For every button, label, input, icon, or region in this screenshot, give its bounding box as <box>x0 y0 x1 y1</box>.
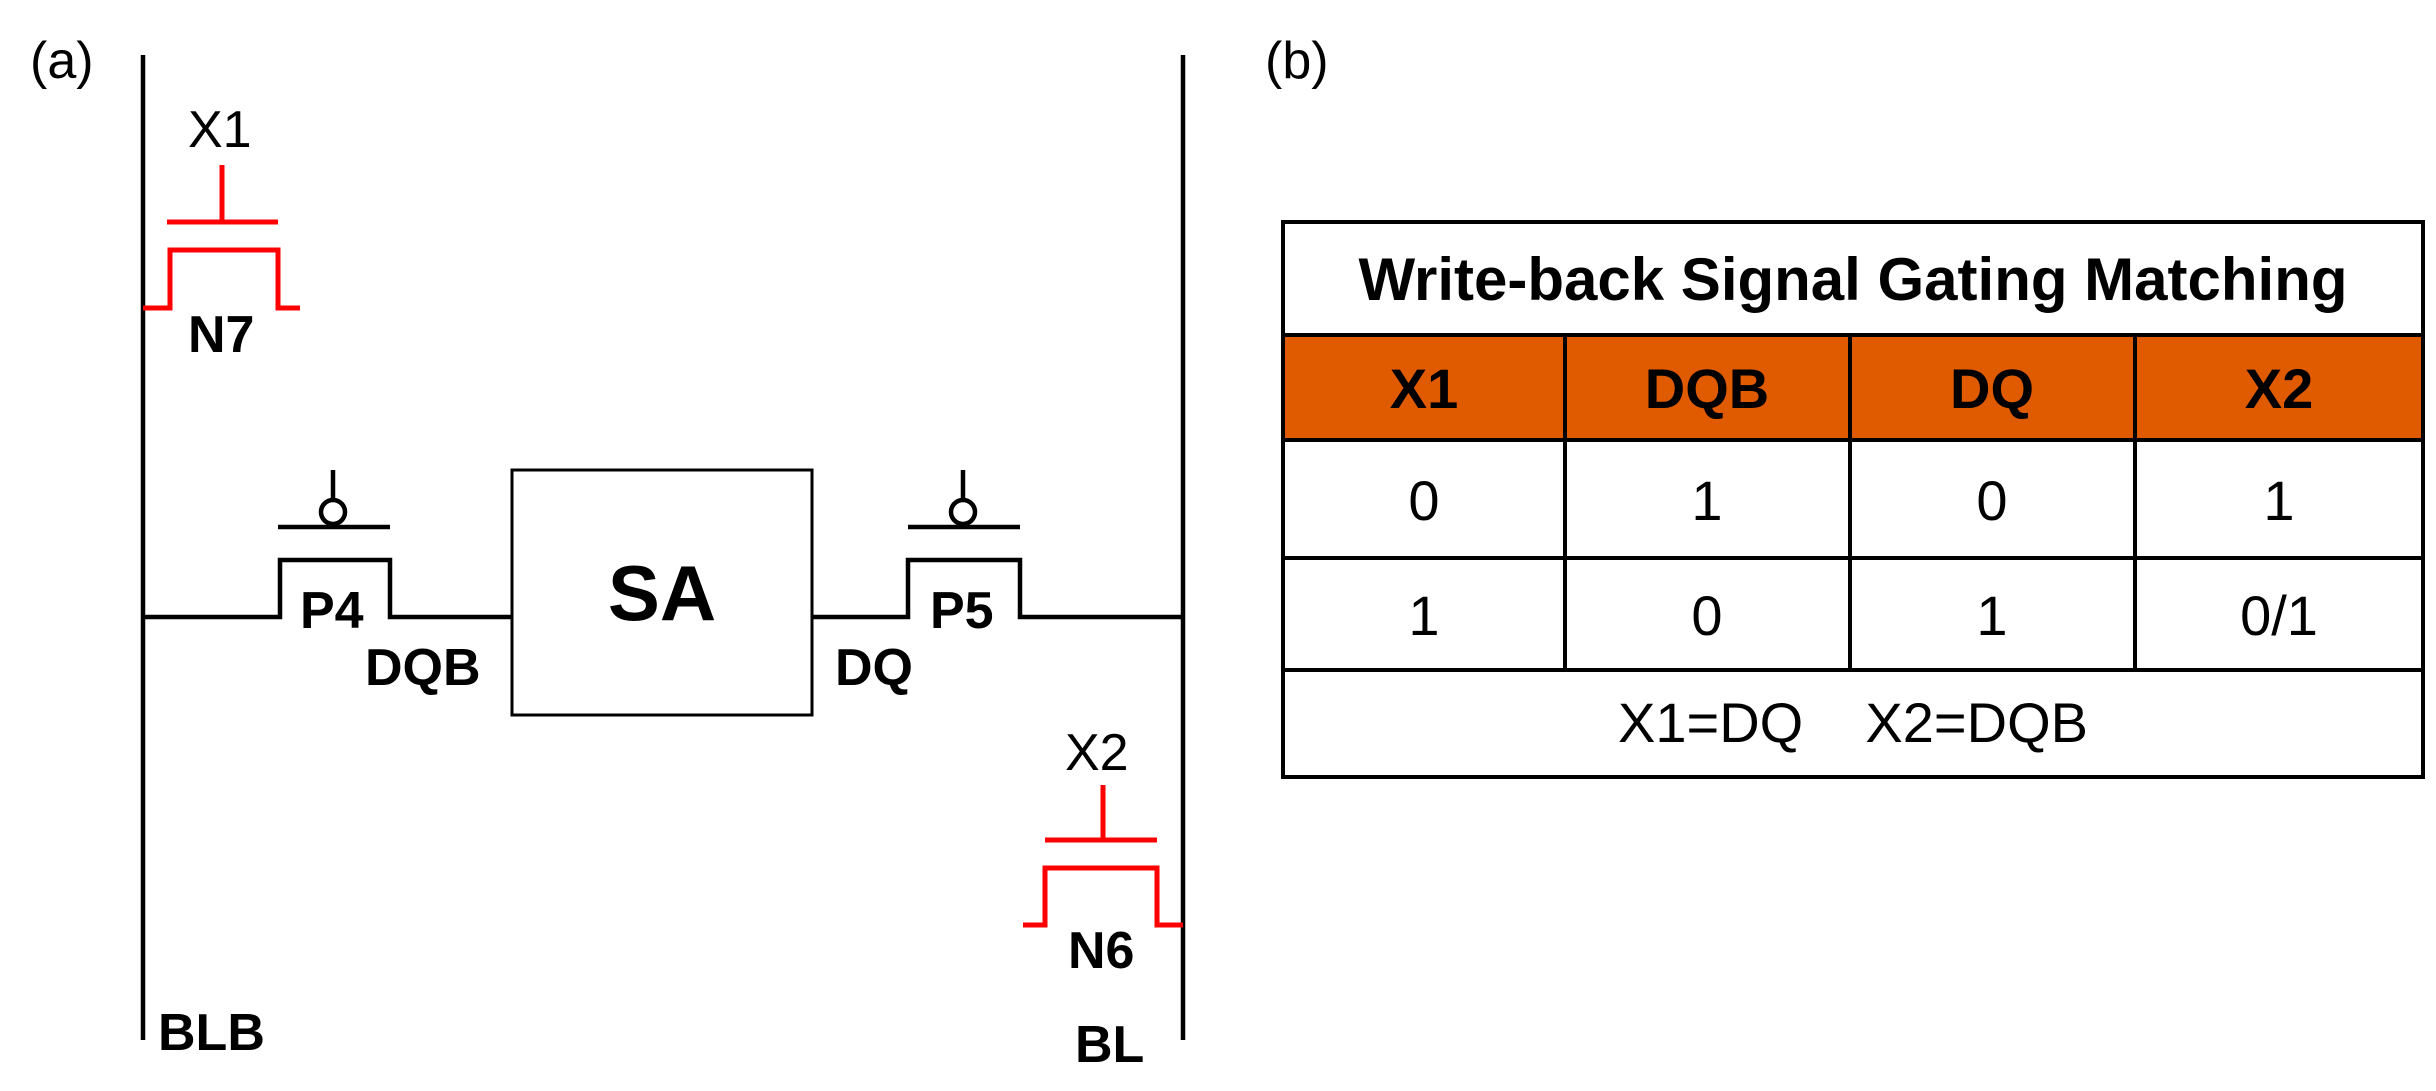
sense-amp-box <box>510 468 814 717</box>
row1-x1: 0 <box>1408 469 1439 532</box>
row1-dq: 0 <box>1976 469 2007 532</box>
n7-transistor <box>143 165 300 311</box>
p5-channel-wire <box>812 557 1183 620</box>
table-border <box>1281 220 2425 779</box>
p4-transistor <box>278 470 390 530</box>
table-footer: X1=DQ X2=DQB <box>1618 691 2088 754</box>
dqb-label: DQB <box>365 639 481 697</box>
row2-dqb: 0 <box>1691 584 1722 647</box>
header-x1: X1 <box>1390 357 1459 420</box>
n6-label: N6 <box>1068 922 1134 980</box>
row1-x2: 1 <box>2263 469 2294 532</box>
p4-channel-wire <box>143 557 512 620</box>
row2-x2: 0/1 <box>2240 584 2318 647</box>
x2-gate-label: X2 <box>1065 724 1129 782</box>
blb-label: BLB <box>158 1004 265 1062</box>
header-dqb: DQB <box>1645 357 1769 420</box>
p5-bubble <box>948 497 978 527</box>
sense-amp-label: SA <box>608 549 716 637</box>
n7-channel <box>143 247 300 311</box>
gating-table: Write-back Signal Gating Matching X1 DQB… <box>1281 220 2425 779</box>
p4-label: P4 <box>300 582 364 640</box>
row1-dqb: 1 <box>1691 469 1722 532</box>
panel-a-label: (a) <box>30 32 94 90</box>
p4-bubble <box>318 497 348 527</box>
panel-b-label: (b) <box>1265 32 1329 90</box>
p5-label: P5 <box>930 582 994 640</box>
x1-gate-label: X1 <box>188 101 252 159</box>
n6-transistor <box>1023 785 1183 928</box>
dq-label: DQ <box>835 639 913 697</box>
bl-label: BL <box>1075 1016 1144 1074</box>
table-header-bg <box>1283 335 2423 440</box>
row2-x1: 1 <box>1408 584 1439 647</box>
n6-channel <box>1023 865 1183 928</box>
n7-label: N7 <box>188 306 254 364</box>
header-x2: X2 <box>2245 357 2314 420</box>
p5-transistor <box>908 470 1020 530</box>
row2-dq: 1 <box>1976 584 2007 647</box>
table-title: Write-back Signal Gating Matching <box>1358 246 2347 313</box>
header-dq: DQ <box>1950 357 2034 420</box>
